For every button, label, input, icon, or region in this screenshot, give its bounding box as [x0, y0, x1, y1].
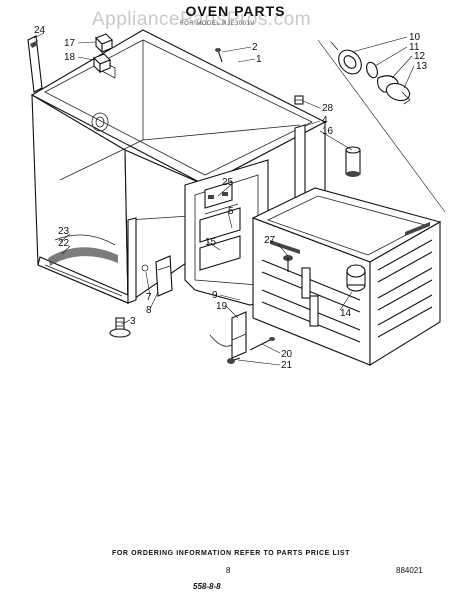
- screw-20: [249, 337, 275, 351]
- hinge-bracket: [141, 255, 173, 297]
- callout-5: 5: [228, 206, 234, 217]
- callout-9: 9: [212, 290, 218, 301]
- leader-lines: [33, 32, 415, 366]
- callout-20: 20: [281, 349, 293, 360]
- ordering-info-note: FOR ORDERING INFORMATION REFER TO PARTS …: [112, 550, 351, 557]
- callout-25: 25: [222, 177, 234, 188]
- callout-11: 11: [409, 42, 420, 53]
- assembly-guide-line: [317, 39, 446, 213]
- callout-22: 22: [58, 238, 70, 249]
- callout-23: 23: [58, 226, 70, 237]
- callout-8: 8: [146, 305, 152, 316]
- callout-16: 16: [322, 126, 334, 137]
- callout-10: 10: [409, 32, 421, 43]
- callout-3: 3: [130, 316, 136, 327]
- callout-13: 13: [416, 61, 428, 72]
- callout-7: 7: [146, 292, 152, 303]
- callout-28: 28: [322, 103, 334, 114]
- watermark: AppliancePartsPros.com: [92, 9, 312, 30]
- oven-light-assembly: [330, 41, 411, 105]
- model-subtitle: FOR MODEL RJE3001V: [180, 21, 255, 27]
- part-17-block: [95, 33, 113, 54]
- callout-12: 12: [414, 51, 426, 62]
- callout-24: 24: [34, 25, 46, 36]
- part-24-rail: [27, 35, 43, 93]
- callout-27: 27: [264, 235, 276, 246]
- page-number: 8: [226, 566, 231, 575]
- callout-21: 21: [281, 360, 293, 371]
- oven-front-frame: [184, 159, 269, 306]
- sleeve-16: [345, 146, 361, 177]
- drawing-number: 884021: [396, 566, 423, 575]
- oven-liner: [251, 187, 442, 366]
- catalog-stamp: 558-8-8: [193, 582, 221, 591]
- callout-14: 14: [340, 308, 352, 319]
- callout-1: 1: [256, 54, 262, 65]
- callout-15: 15: [205, 237, 217, 248]
- screw-2: [215, 48, 223, 63]
- thermostat-bulb-27: [283, 255, 293, 272]
- oven-light-socket-14: [346, 264, 366, 292]
- callout-17: 17: [64, 38, 76, 49]
- page-title: OVEN PARTS: [185, 3, 286, 19]
- leveling-leg-3: [109, 317, 131, 338]
- callout-18: 18: [64, 52, 76, 63]
- callout-4: 4: [322, 115, 328, 126]
- part-18-block: [93, 53, 111, 74]
- clip-28: [294, 95, 304, 105]
- callout-labels: 24 17 18 2 1 10 11 12 13 28 4 16 25 5 27…: [34, 25, 428, 371]
- callout-2: 2: [252, 42, 258, 53]
- callout-19: 19: [216, 301, 228, 312]
- bracket-19: [209, 311, 247, 359]
- screw-21: [227, 357, 241, 364]
